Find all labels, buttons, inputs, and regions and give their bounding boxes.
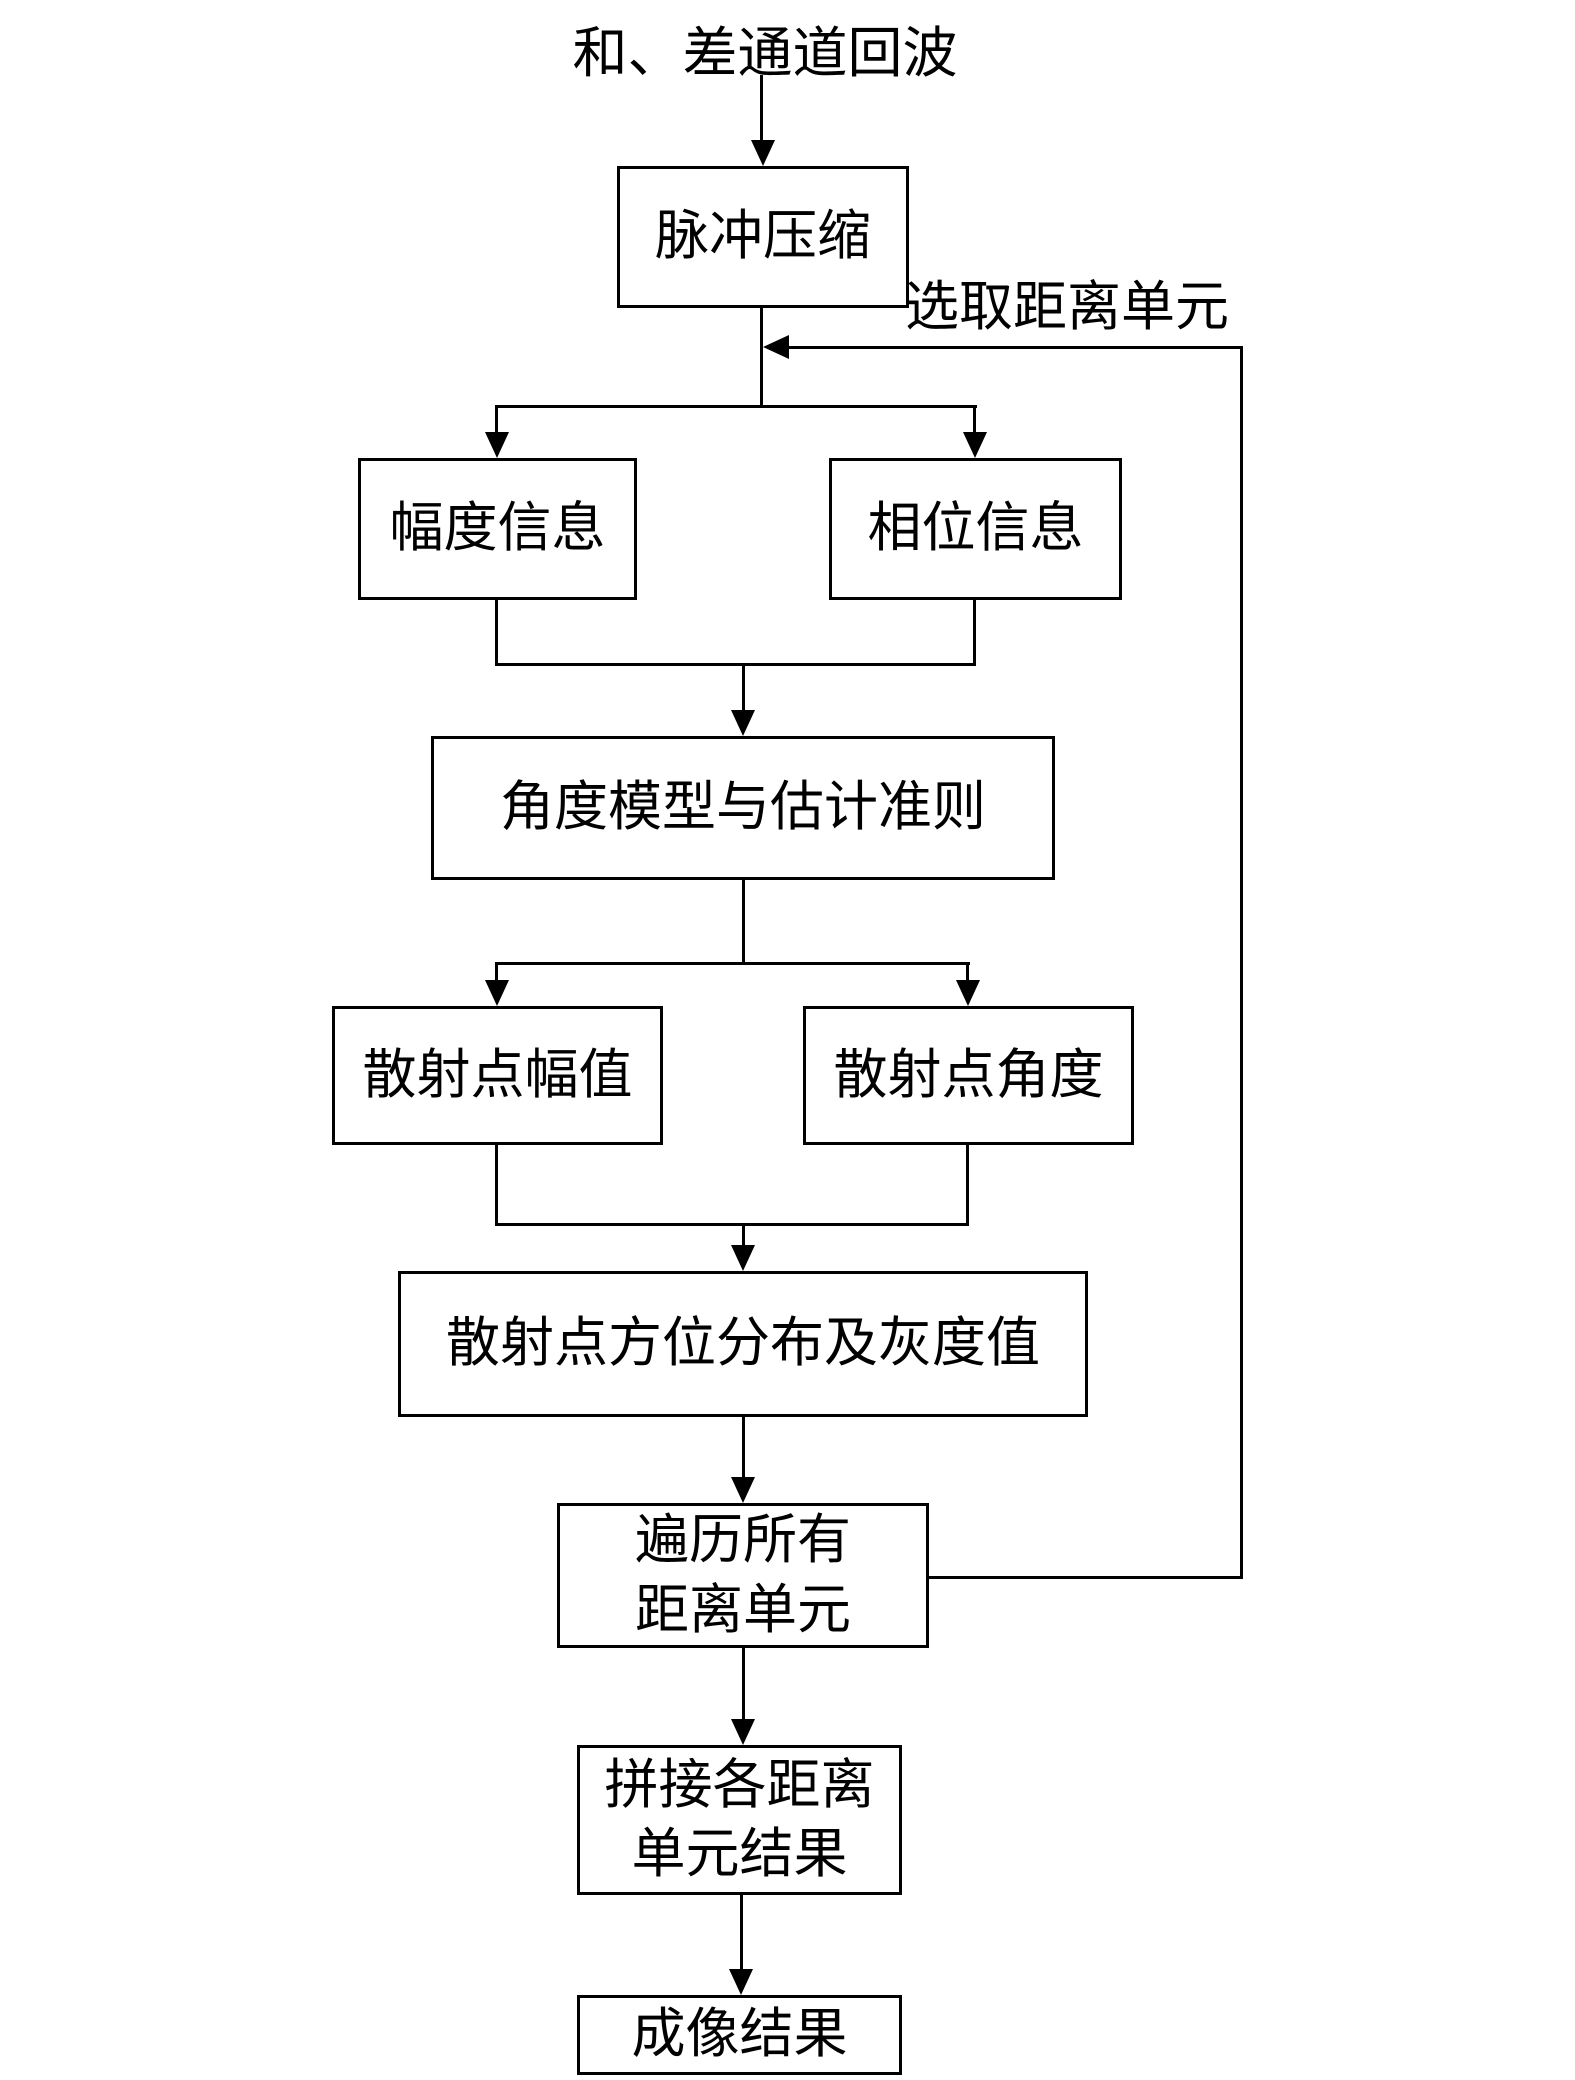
connector-distribution-to-traverse	[742, 1417, 745, 1479]
node-scatterer-distribution-label: 散射点方位分布及灰度值	[446, 1313, 1040, 1374]
arrowhead-into-traverse	[731, 1477, 755, 1503]
arrowhead-into-scatter-angle	[956, 980, 980, 1006]
arrowhead-into-result	[729, 1969, 753, 1995]
node-traverse-cells: 遍历所有 距离单元	[557, 1503, 929, 1648]
arrowhead-into-distribution	[731, 1245, 755, 1271]
connector-pulse-to-branch	[760, 308, 763, 408]
node-phase-info-label: 相位信息	[867, 498, 1084, 559]
node-scatterer-angle: 散射点角度	[803, 1006, 1134, 1145]
node-scatterer-amplitude-label: 散射点幅值	[362, 1044, 633, 1105]
connector-merge-to-angle-model	[742, 663, 745, 712]
connector-amplitude-down	[495, 600, 498, 666]
arrowhead-into-angle-model	[731, 710, 755, 736]
connector-branch-to-scatter-angle	[966, 962, 969, 982]
node-pulse-compression-label: 脉冲压缩	[655, 206, 871, 267]
arrowhead-into-stitch	[731, 1719, 755, 1745]
node-scatterer-amplitude: 散射点幅值	[332, 1006, 663, 1145]
node-scatterer-distribution: 散射点方位分布及灰度值	[398, 1271, 1088, 1417]
connector-scatter-amplitude-down	[495, 1145, 498, 1226]
node-traverse-cells-line2: 距离单元	[635, 1579, 851, 1640]
arrowhead-into-amplitude	[485, 432, 509, 458]
connector-branch-to-phase	[973, 405, 976, 434]
connector-traverse-to-stitch	[742, 1648, 745, 1721]
feedback-line-right	[1240, 346, 1243, 1579]
arrowhead-into-pulse-compression	[751, 140, 775, 166]
node-stitch-results: 拼接各距离 单元结果	[577, 1745, 902, 1895]
feedback-loop-label: 选取距离单元	[905, 277, 1229, 337]
node-scatterer-angle-label: 散射点角度	[833, 1044, 1104, 1105]
arrowhead-into-phase	[963, 432, 987, 458]
arrowhead-feedback-into-stem	[763, 335, 789, 359]
node-phase-info: 相位信息	[829, 458, 1122, 600]
merge-line-amp-phase	[495, 663, 976, 666]
node-amplitude-info: 幅度信息	[358, 458, 637, 600]
connector-branch-to-amplitude	[495, 405, 498, 434]
diagram-title: 和、差通道回波	[572, 23, 958, 84]
connector-echo-to-pulse	[760, 75, 763, 142]
feedback-line-top	[789, 346, 1243, 349]
branch-line-amp-phase	[495, 405, 977, 408]
node-angle-model: 角度模型与估计准则	[431, 736, 1055, 880]
node-stitch-results-line2: 单元结果	[631, 1824, 848, 1884]
node-pulse-compression: 脉冲压缩	[617, 166, 909, 308]
node-angle-model-label: 角度模型与估计准则	[500, 777, 986, 838]
node-amplitude-info-label: 幅度信息	[389, 498, 606, 559]
merge-line-scatterers	[495, 1223, 969, 1226]
arrowhead-into-scatter-amplitude	[485, 980, 509, 1006]
node-imaging-result-label: 成像结果	[631, 2004, 848, 2065]
connector-branch-to-scatter-amplitude	[495, 962, 498, 982]
connector-phase-down	[973, 600, 976, 666]
node-traverse-cells-line1: 遍历所有	[635, 1510, 851, 1571]
node-imaging-result: 成像结果	[577, 1995, 902, 2075]
connector-stitch-to-result	[740, 1895, 743, 1971]
connector-angle-model-down	[742, 880, 745, 965]
node-stitch-results-line1: 拼接各距离	[604, 1754, 875, 1815]
feedback-line-bottom	[929, 1576, 1243, 1579]
branch-line-scatterers	[495, 962, 970, 965]
connector-scatter-angle-down	[966, 1145, 969, 1226]
connector-merge-to-distribution	[742, 1223, 745, 1247]
